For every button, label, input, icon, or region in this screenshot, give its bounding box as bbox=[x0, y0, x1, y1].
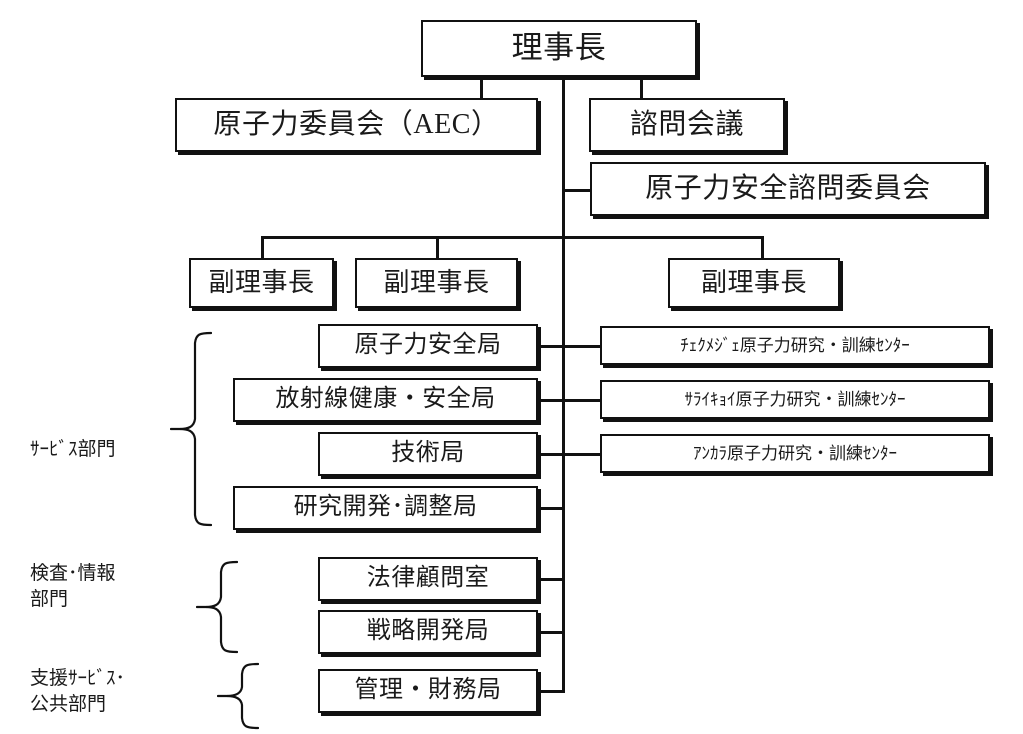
connector-bureau-radiation bbox=[536, 399, 564, 402]
node-vice-chairman-2-label: 副理事長 bbox=[383, 268, 490, 298]
division-label-support-public: 支援ｻｰﾋﾞｽ･ 公共部門 bbox=[30, 668, 126, 715]
connector-vice2-drop bbox=[436, 236, 439, 258]
node-strategy-development-bureau[interactable]: 戦略開発局 bbox=[318, 610, 538, 654]
node-chairman[interactable]: 理事長 bbox=[421, 20, 697, 77]
connector-chairman-row2 bbox=[480, 77, 565, 80]
connector-center-saraykoy bbox=[562, 399, 600, 402]
node-nuclear-safety-advisory-committee-label: 原子力安全諮問委員会 bbox=[645, 173, 931, 205]
node-legal-counsel-office-label: 法律顧問室 bbox=[366, 565, 490, 592]
node-nuclear-safety-advisory-committee[interactable]: 原子力安全諮問委員会 bbox=[590, 162, 986, 216]
node-ankara-center[interactable]: ｱﾝｶﾗ原子力研究・訓練ｾﾝﾀｰ bbox=[600, 434, 990, 473]
node-administration-finance-bureau[interactable]: 管理・財務局 bbox=[318, 669, 538, 713]
node-rnd-coordination-bureau[interactable]: 研究開発･調整局 bbox=[233, 486, 538, 530]
node-nuclear-safety-bureau[interactable]: 原子力安全局 bbox=[318, 324, 538, 368]
node-aec[interactable]: 原子力委員会（AEC） bbox=[175, 98, 538, 152]
node-vice-chairman-3[interactable]: 副理事長 bbox=[668, 258, 840, 308]
node-technology-bureau[interactable]: 技術局 bbox=[318, 432, 538, 476]
node-ankara-center-label: ｱﾝｶﾗ原子力研究・訓練ｾﾝﾀｰ bbox=[693, 443, 897, 463]
connector-vice-bar bbox=[261, 236, 764, 239]
connector-vice1-drop bbox=[261, 236, 264, 258]
node-cekmece-center[interactable]: ﾁｪｸﾒｼﾞｪ原子力研究・訓練ｾﾝﾀｰ bbox=[600, 326, 990, 365]
connector-trunk-main bbox=[562, 77, 565, 693]
node-vice-chairman-2[interactable]: 副理事長 bbox=[355, 258, 518, 308]
node-vice-chairman-3-label: 副理事長 bbox=[700, 268, 808, 298]
node-technology-bureau-label: 技術局 bbox=[391, 440, 465, 467]
connector-office-legal bbox=[536, 578, 564, 581]
brace-support-public bbox=[217, 662, 259, 730]
connector-bureau-technology bbox=[536, 453, 564, 456]
node-saraykoy-center-label: ｻﾗｲｷｮｲ原子力研究・訓練ｾﾝﾀｰ bbox=[684, 389, 906, 409]
connector-bureau-rnd bbox=[536, 507, 564, 510]
brace-service bbox=[170, 331, 212, 527]
node-cekmece-center-label: ﾁｪｸﾒｼﾞｪ原子力研究・訓練ｾﾝﾀｰ bbox=[680, 335, 910, 355]
node-saraykoy-center[interactable]: ｻﾗｲｷｮｲ原子力研究・訓練ｾﾝﾀｰ bbox=[600, 380, 990, 419]
connector-aec-drop bbox=[480, 77, 483, 100]
node-chairman-label: 理事長 bbox=[511, 30, 607, 66]
node-radiation-health-safety-bureau-label: 放射線健康・安全局 bbox=[275, 386, 496, 413]
node-vice-chairman-1[interactable]: 副理事長 bbox=[189, 258, 334, 308]
node-nuclear-safety-bureau-label: 原子力安全局 bbox=[354, 332, 502, 359]
node-administration-finance-bureau-label: 管理・財務局 bbox=[354, 677, 502, 704]
connector-bureau-nuclear-safety bbox=[536, 345, 564, 348]
node-vice-chairman-1-label: 副理事長 bbox=[208, 268, 315, 298]
connector-bureau-admin bbox=[536, 690, 564, 693]
node-strategy-development-bureau-label: 戦略開発局 bbox=[366, 618, 490, 645]
node-aec-label: 原子力委員会（AEC） bbox=[213, 109, 500, 141]
connector-vice3-drop bbox=[761, 236, 764, 258]
node-legal-counsel-office[interactable]: 法律顧問室 bbox=[318, 557, 538, 601]
connector-nsac-stub bbox=[562, 189, 592, 192]
node-advisory-council[interactable]: 諮問会議 bbox=[589, 98, 785, 152]
connector-advisory-drop bbox=[640, 77, 643, 100]
connector-center-ankara bbox=[562, 453, 600, 456]
connector-bureau-strategy bbox=[536, 631, 564, 634]
division-label-service: ｻｰﾋﾞｽ部門 bbox=[30, 439, 116, 460]
node-radiation-health-safety-bureau[interactable]: 放射線健康・安全局 bbox=[233, 378, 538, 422]
division-label-inspection-information: 検査･情報 部門 bbox=[30, 563, 116, 610]
connector-center-cekmece bbox=[562, 345, 600, 348]
node-advisory-council-label: 諮問会議 bbox=[629, 109, 745, 141]
node-rnd-coordination-bureau-label: 研究開発･調整局 bbox=[293, 494, 478, 521]
brace-inspection-information bbox=[196, 560, 238, 654]
